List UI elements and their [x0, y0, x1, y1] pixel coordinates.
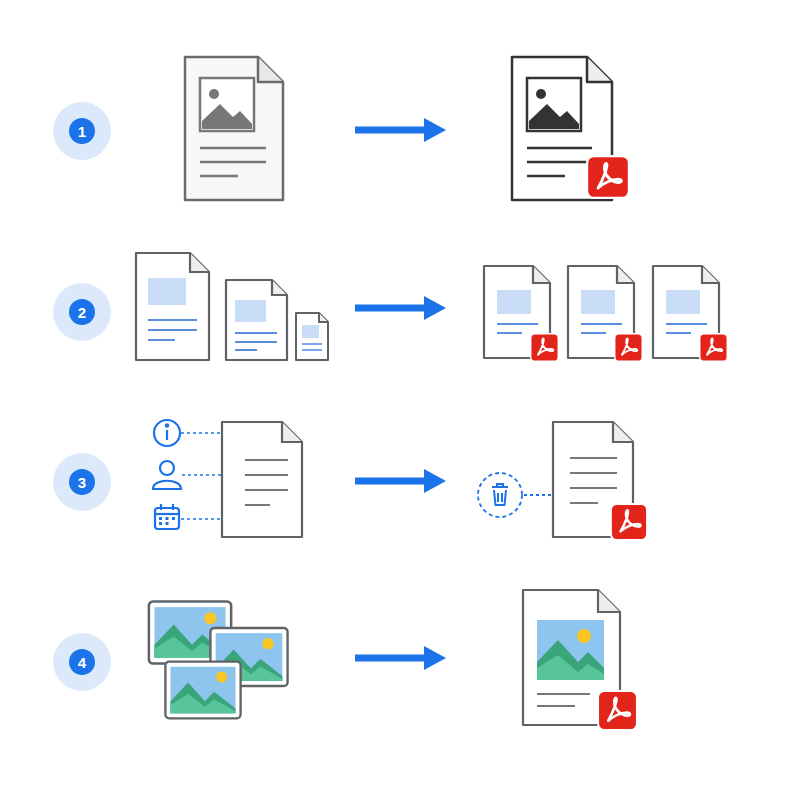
- metadata-document: [222, 422, 302, 537]
- step-badge: 3: [53, 453, 111, 511]
- step-badge: 1: [53, 102, 111, 160]
- pdf-document: [512, 57, 629, 200]
- step-number: 3: [69, 469, 95, 495]
- photo-pdf: [523, 590, 637, 730]
- cleaned-pdf: [478, 422, 647, 540]
- step-badge: 2: [53, 283, 111, 341]
- source-documents: [136, 253, 328, 360]
- step-number: 1: [69, 118, 95, 144]
- arrows: [355, 118, 446, 670]
- photos: [149, 602, 288, 719]
- source-document: [185, 57, 283, 200]
- pdf-documents: [484, 266, 727, 361]
- step-badge: 4: [53, 633, 111, 691]
- step-number: 4: [69, 649, 95, 675]
- step-number: 2: [69, 299, 95, 325]
